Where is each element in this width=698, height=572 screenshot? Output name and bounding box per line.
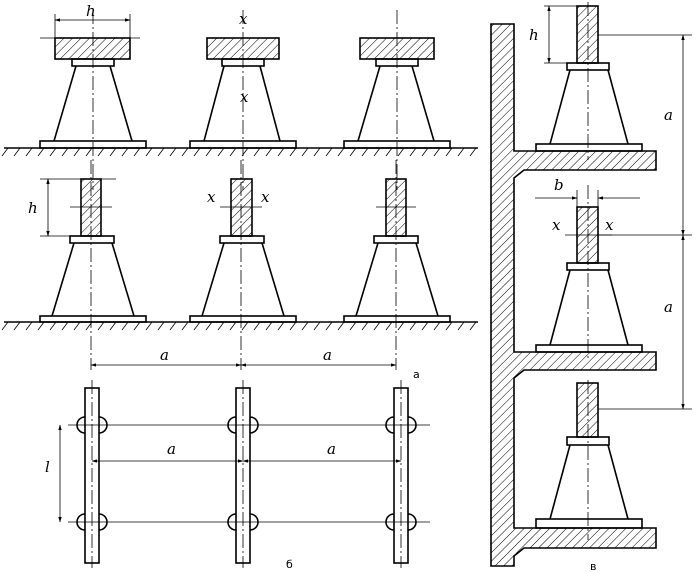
stand-top-3 (343, 10, 451, 190)
section-a-middle-row: h x x a a a (1, 160, 478, 381)
label-x-rack-left: x (552, 216, 561, 234)
stand-top-1 (39, 10, 147, 190)
label-x-top-2: x (240, 88, 249, 106)
label-x-top-1: x (239, 10, 248, 28)
section-b-plan-view: l a a б (45, 380, 430, 571)
label-x-rack-right: x (605, 216, 614, 234)
ground-hatch-middle (1, 321, 477, 331)
label-h-top: h (86, 2, 96, 20)
caption-c: в (590, 560, 596, 572)
dimension-a-middle: a a (90, 346, 397, 367)
label-a-rack-1: a (664, 106, 673, 124)
stand-middle-2 (189, 160, 297, 370)
stand-middle-3 (343, 160, 451, 370)
caption-b: б (286, 558, 293, 571)
label-h-middle: h (28, 199, 38, 217)
stand-top-2 (189, 10, 297, 190)
section-c-rack: h a a b x x в (490, 2, 692, 572)
stand-middle-1 (39, 160, 147, 370)
label-a-middle-1: a (160, 346, 169, 364)
label-a-plan-2: a (327, 440, 336, 458)
label-x-middle-left: x (207, 188, 216, 206)
label-a-plan-1: a (167, 440, 176, 458)
stand-rack-2 (535, 185, 643, 360)
label-b: b (554, 176, 564, 194)
stand-rack-1 (535, 2, 643, 160)
ground-hatch-top (1, 147, 477, 157)
label-l: l (45, 458, 50, 476)
label-h-rack: h (529, 26, 539, 44)
label-x-middle-right: x (261, 188, 270, 206)
label-a-rack-2: a (664, 298, 673, 316)
stand-rack-3 (535, 380, 643, 540)
dimension-h-top: h (54, 2, 131, 38)
dimension-h-middle: h (28, 178, 116, 237)
label-a-middle-2: a (323, 346, 332, 364)
caption-a: a (413, 368, 420, 381)
section-a-top-row: h x x (1, 2, 478, 190)
